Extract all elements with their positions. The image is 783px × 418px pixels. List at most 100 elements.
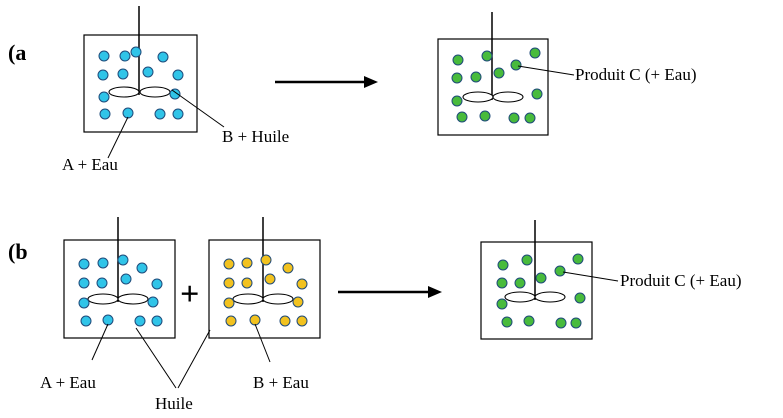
stirrer-blade — [232, 293, 264, 305]
reactor-b-aqueous-b — [208, 217, 321, 339]
droplet — [496, 298, 508, 310]
droplet — [223, 277, 235, 289]
leader-line — [177, 329, 211, 389]
label-a-eau: A + Eau — [62, 155, 118, 174]
droplet — [452, 54, 464, 66]
droplet — [151, 315, 163, 327]
droplet — [523, 315, 535, 327]
droplet — [501, 316, 513, 328]
droplet — [451, 72, 463, 84]
label-b-eau: B + Eau — [253, 373, 309, 392]
droplet — [223, 258, 235, 270]
droplet — [241, 277, 253, 289]
stirrer-blade — [117, 293, 149, 305]
stirrer-blade — [492, 91, 524, 103]
droplet — [282, 262, 294, 274]
droplet — [151, 278, 163, 290]
leader-line — [562, 271, 619, 282]
droplet — [481, 50, 493, 62]
stirrer-blade — [534, 291, 566, 303]
droplet — [225, 315, 237, 327]
droplet — [120, 273, 132, 285]
droplet — [96, 277, 108, 289]
droplet — [119, 50, 131, 62]
droplet — [136, 262, 148, 274]
label-produit-c: Produit C (+ Eau) — [620, 271, 742, 290]
droplet — [78, 277, 90, 289]
droplet — [78, 297, 90, 309]
leader-line — [107, 116, 129, 159]
reactor-b-product — [480, 220, 593, 340]
stirrer-blade — [87, 293, 119, 305]
label-produit-c: Produit C (+ Eau) — [575, 65, 697, 84]
reactor-b-aqueous-a — [63, 217, 176, 339]
label-huile: Huile — [155, 394, 193, 413]
reaction-arrow — [275, 76, 378, 88]
droplet — [80, 315, 92, 327]
droplet — [470, 71, 482, 83]
droplet — [102, 314, 114, 326]
stirrer-blade — [262, 293, 294, 305]
droplet — [451, 95, 463, 107]
leader-line — [91, 323, 109, 361]
droplet — [99, 108, 111, 120]
droplet — [122, 107, 134, 119]
droplet — [154, 108, 166, 120]
droplet — [264, 273, 276, 285]
droplet — [223, 297, 235, 309]
reactant-a-droplets — [97, 46, 184, 120]
droplet — [117, 254, 129, 266]
product-droplets — [451, 47, 543, 124]
droplet — [524, 112, 536, 124]
droplet — [78, 258, 90, 270]
droplet — [98, 91, 110, 103]
droplet — [130, 46, 142, 58]
product-droplets — [496, 253, 586, 329]
droplet — [292, 296, 304, 308]
droplet — [572, 253, 584, 265]
droplet — [493, 67, 505, 79]
droplet — [497, 259, 509, 271]
droplet — [535, 272, 547, 284]
droplet — [496, 277, 508, 289]
droplet — [574, 292, 586, 304]
droplet — [529, 47, 541, 59]
panel-a-label: (a — [8, 40, 26, 65]
stirrer-blade — [462, 91, 494, 103]
leader-line — [254, 323, 271, 363]
label-b-huile: B + Huile — [222, 127, 289, 146]
leader-line — [171, 89, 225, 128]
droplet — [147, 296, 159, 308]
droplet — [169, 88, 181, 100]
reactor-a-mixed — [83, 6, 198, 133]
label-a-eau: A + Eau — [40, 373, 96, 392]
panel-b: (b + — [8, 217, 742, 413]
droplet — [555, 317, 567, 329]
droplet — [97, 257, 109, 269]
droplet — [514, 277, 526, 289]
droplet — [157, 51, 169, 63]
droplet — [279, 315, 291, 327]
droplet — [531, 88, 543, 100]
droplet — [510, 59, 522, 71]
stirrer-blade — [504, 291, 536, 303]
droplet — [97, 69, 109, 81]
reactant-b-droplets — [223, 254, 308, 327]
reaction-arrow — [338, 286, 442, 298]
droplet — [570, 317, 582, 329]
leader-line — [517, 65, 575, 76]
droplet — [508, 112, 520, 124]
plus-sign: + — [180, 276, 199, 313]
panel-a: (a A + — [8, 6, 697, 174]
reactor-a-product — [437, 12, 549, 136]
droplet — [456, 111, 468, 123]
reactant-a-droplets — [78, 254, 163, 327]
droplet — [479, 110, 491, 122]
droplet — [260, 254, 272, 266]
droplet — [554, 265, 566, 277]
droplet — [296, 278, 308, 290]
droplet — [142, 66, 154, 78]
droplet — [521, 254, 533, 266]
droplet — [241, 257, 253, 269]
